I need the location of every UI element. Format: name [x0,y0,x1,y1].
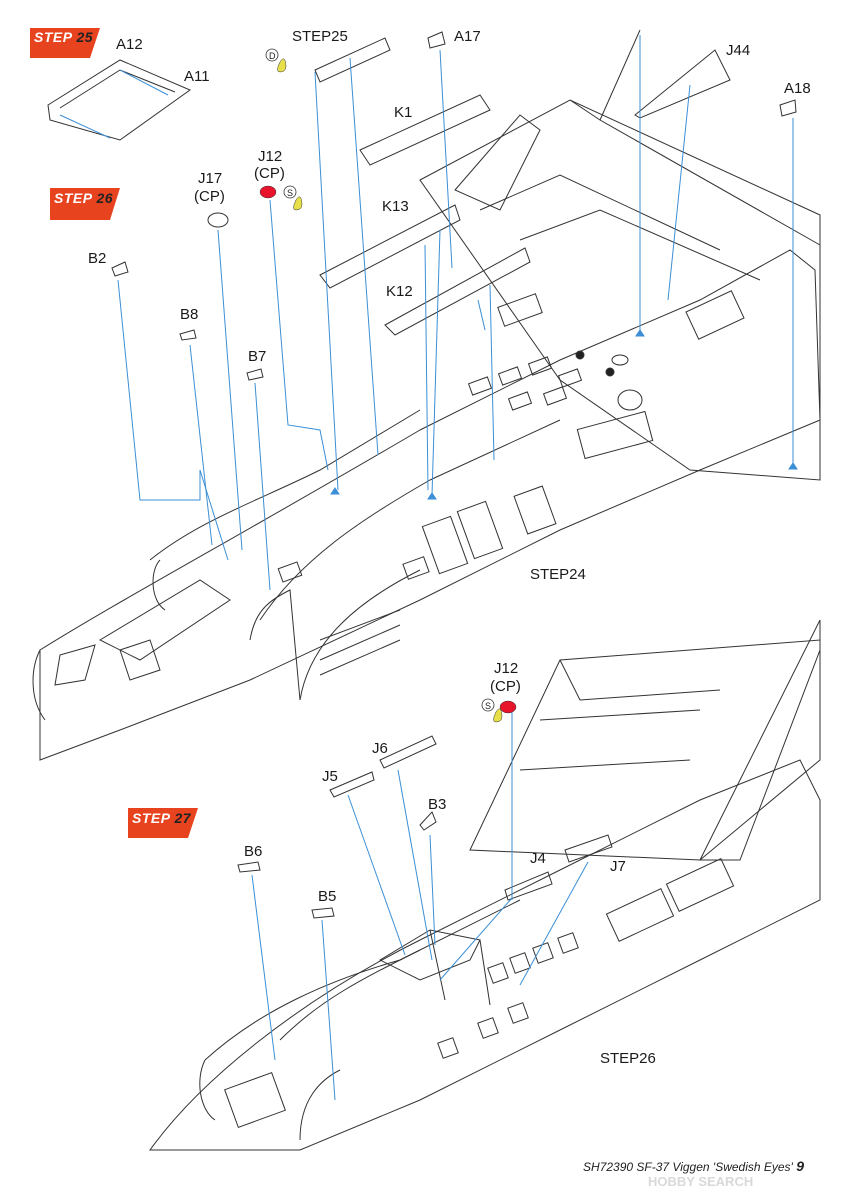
lower-wing [469,639,821,861]
part-j6 [379,735,437,769]
label-j44: J44 [726,42,751,59]
label-cp-bottom: (CP) [490,678,521,695]
step26-banner-shape [50,188,120,220]
label-b8: B8 [180,306,199,323]
label-j5: J5 [322,768,338,785]
paint-code-d-marker [265,48,279,62]
step25-number: 25 [76,29,94,45]
paint-code-s1: S [287,188,293,198]
label-k1: K1 [394,104,413,121]
label-j6: J6 [372,740,388,757]
part-step25-pod [314,37,391,83]
part-b7 [246,368,264,381]
part-b5 [311,907,335,919]
label-b3: B3 [428,796,447,813]
lower-fin [699,619,821,861]
part-j7 [564,834,613,863]
label-j7: J7 [610,858,626,875]
step25-word: STEP [34,29,73,45]
leader-lines [59,35,794,1101]
paint-yellow-swatches [277,58,503,723]
part-b3 [419,811,437,831]
label-j17: J17 [198,170,223,187]
footer-kit-title: SH72390 SF-37 Viggen 'Swedish Eyes' [583,1160,793,1174]
upper-wing [419,99,821,481]
step27-banner-shape [128,808,198,838]
part-a18 [779,99,797,117]
label-b7: B7 [248,348,267,365]
step27-banner: STEP 27 [128,809,196,829]
page-footer: SH72390 SF-37 Viggen 'Swedish Eyes' 9 [583,1158,804,1174]
upper-fuselage [39,249,821,761]
label-a18: A18 [784,80,811,97]
label-b6: B6 [244,843,263,860]
part-b8 [179,329,197,341]
part-k1 [359,94,491,166]
label-b2: B2 [88,250,107,267]
step27-word: STEP [132,810,171,826]
label-step25-ref: STEP25 [292,28,348,45]
watermark: HOBBY SEARCH [648,1174,754,1189]
step25-banner-shape [30,28,100,58]
label-b5: B5 [318,888,337,905]
label-cp-top: (CP) [254,165,285,182]
part-a17 [427,31,446,49]
part-j5 [329,771,375,798]
label-a11: A11 [184,68,210,85]
part-k12 [384,247,531,336]
label-j12-top: J12 [258,148,283,165]
part-b6 [237,861,261,873]
label-k12: K12 [386,283,413,300]
step26-number: 26 [96,190,114,206]
label-a17: A17 [454,28,481,45]
label-a12: A12 [116,36,143,53]
step26-word: STEP [54,190,93,206]
paint-code-s-marker-top [283,185,297,199]
part-j4 [504,871,553,901]
label-j12-bottom: J12 [494,660,519,677]
lower-fuselage [149,759,821,1151]
paint-code-s-marker-bottom [481,698,495,712]
paint-code-d: D [269,51,276,61]
part-b2 [111,261,129,277]
paint-red-swatch-top [259,185,277,199]
step27-number: 27 [174,810,192,826]
part-j44 [634,49,731,119]
canard [454,114,541,211]
paint-red-swatch-bottom [499,700,517,714]
label-step24-ref: STEP24 [530,566,586,583]
part-a12-a11 [47,59,192,141]
part-j17 [207,212,229,228]
label-k13: K13 [382,198,409,215]
label-cp-j17: (CP) [194,188,225,205]
page-number: 9 [796,1158,804,1174]
step26-banner: STEP 26 [50,189,118,209]
step25-banner: STEP 25 [30,28,98,48]
label-step26-ref: STEP26 [600,1050,656,1067]
label-j4: J4 [530,850,546,867]
paint-code-s2: S [485,701,491,711]
